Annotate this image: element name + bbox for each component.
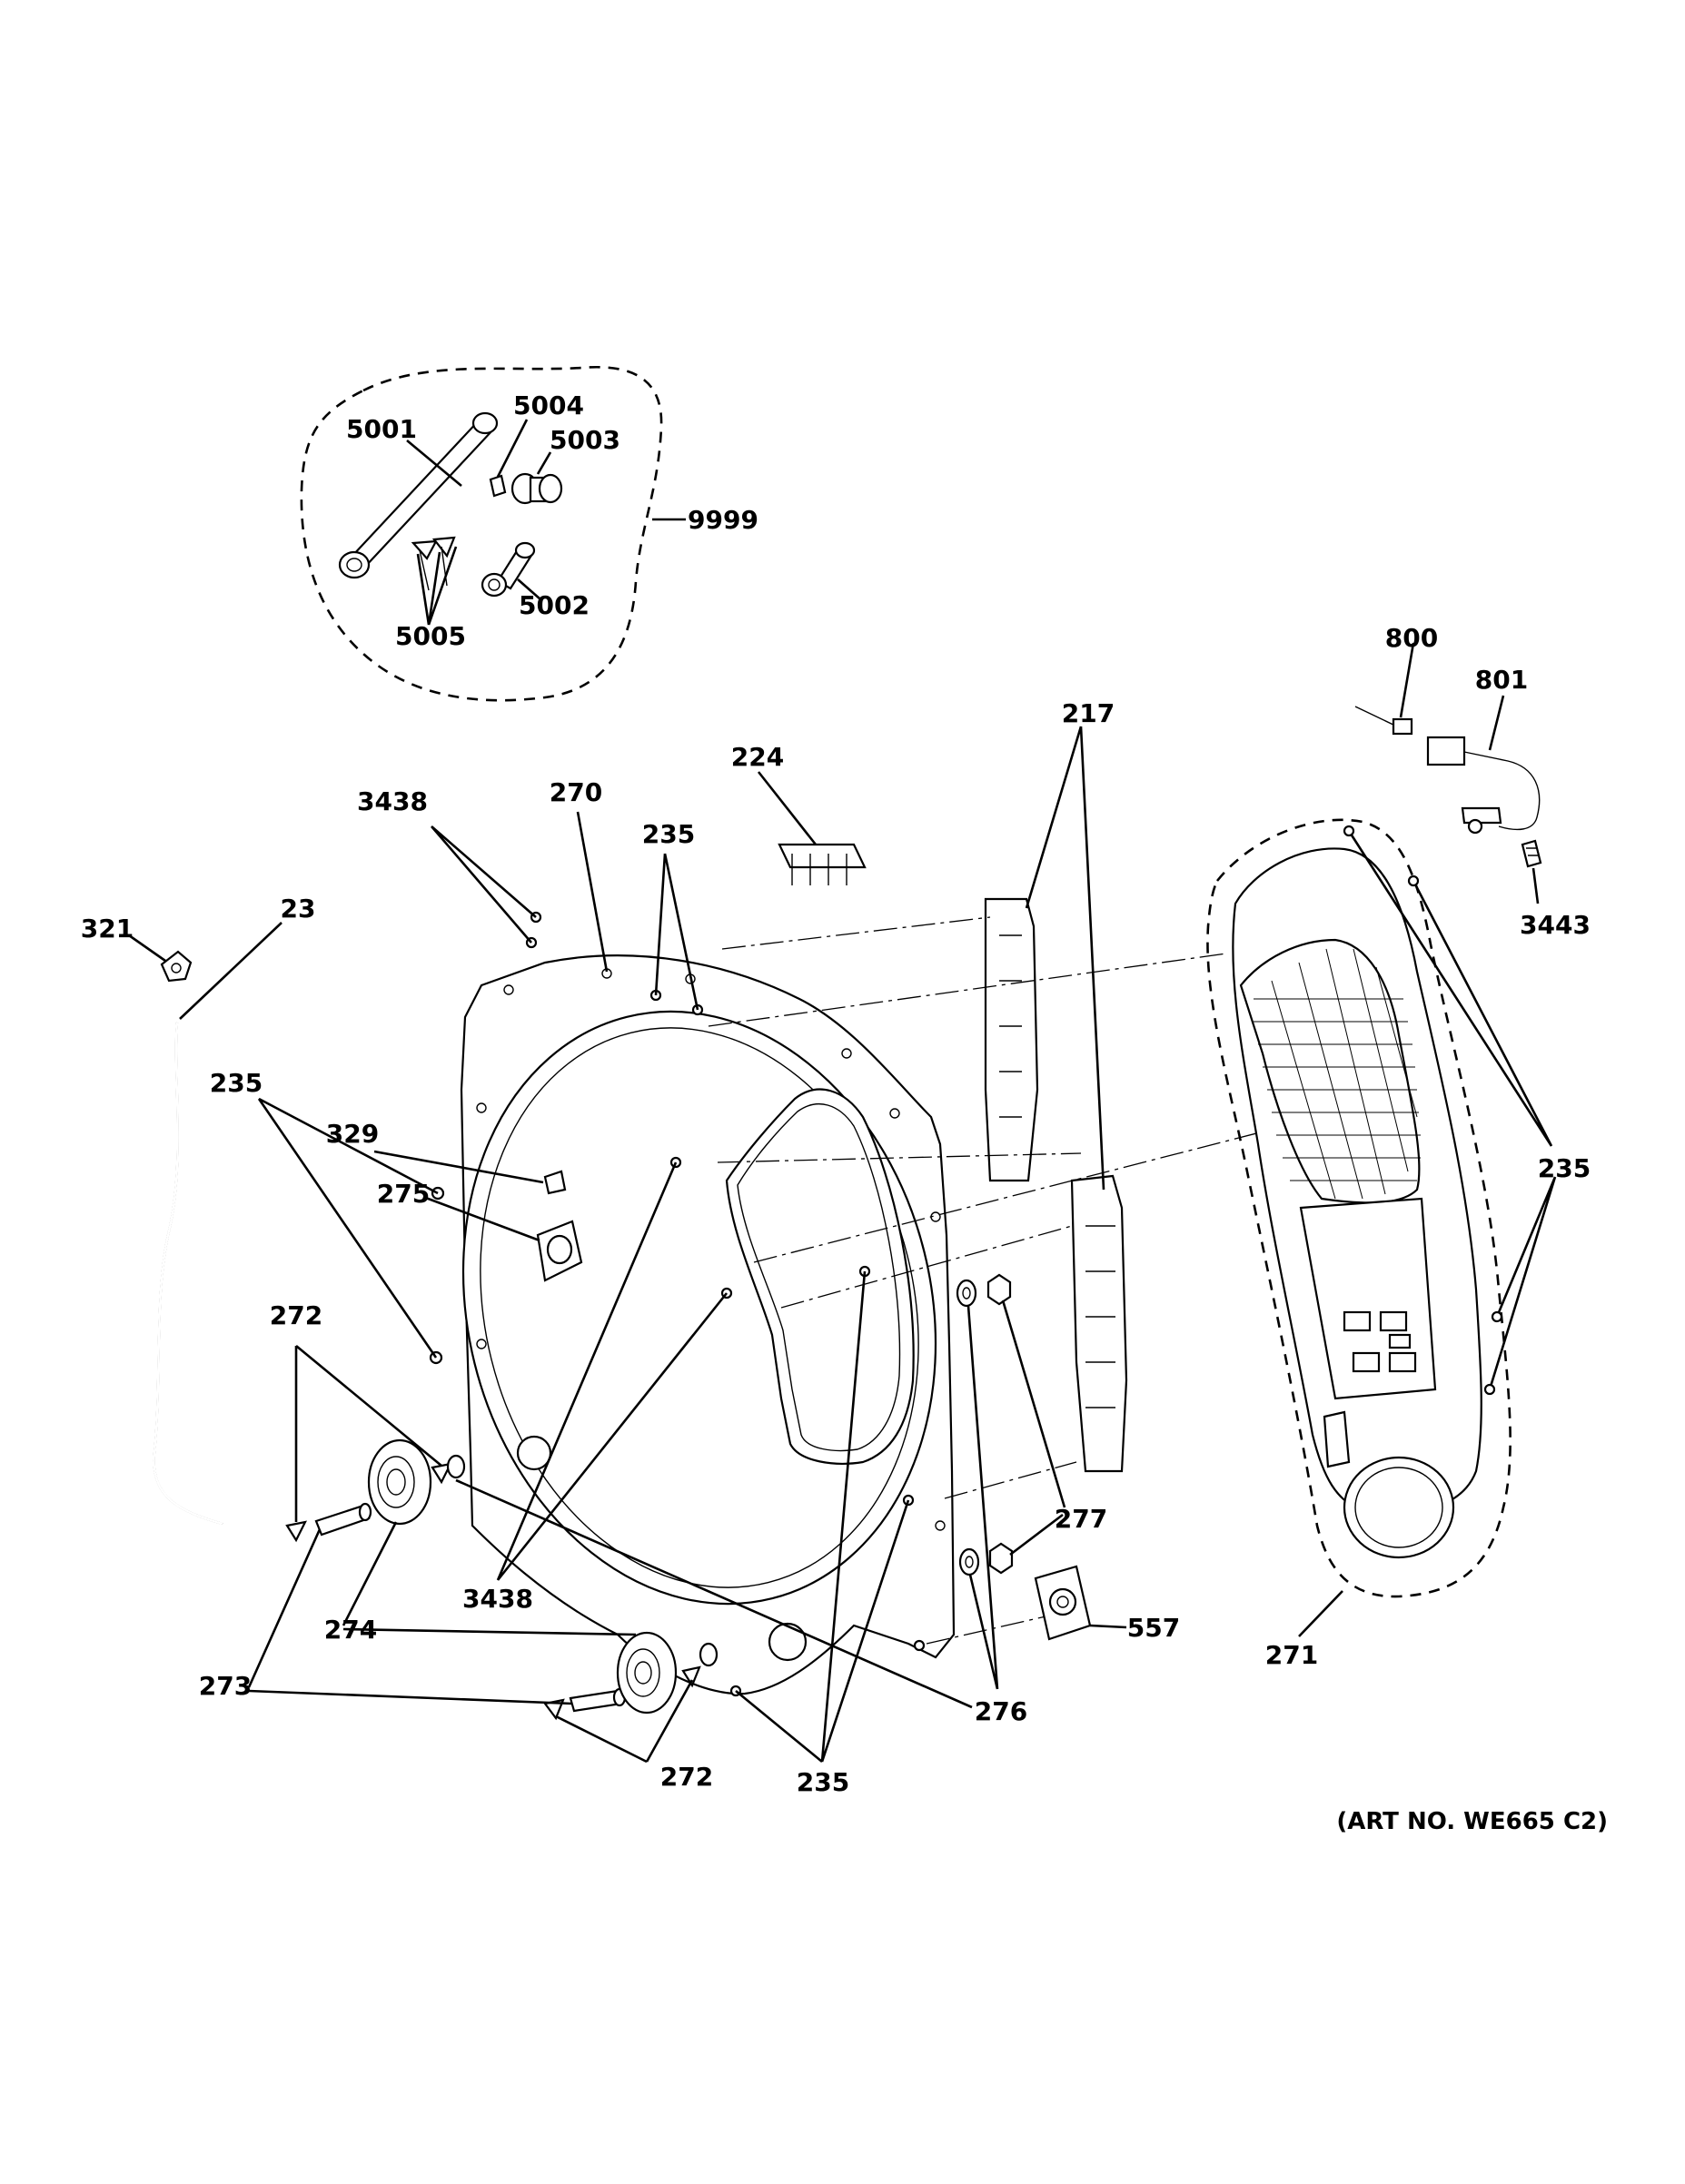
label-274: 274 [324,1615,377,1645]
label-217: 217 [1062,698,1115,728]
leader-329 [373,1150,544,1184]
clamp-part-329 [543,1170,567,1195]
screw-part-3443 [1521,839,1542,868]
shaft-part-273-lower [569,1687,627,1713]
label-272-left: 272 [270,1300,322,1330]
bumper-part-275 [536,1220,583,1282]
leader-270 [576,811,609,973]
clip-part-272-a [285,1520,307,1543]
label-271: 271 [1265,1640,1318,1670]
leader-235-right [1347,830,1557,1390]
clip-part-272-d [681,1665,701,1688]
label-557: 557 [1127,1613,1180,1643]
shaft-part-273-upper [314,1502,372,1537]
sensor-part-800 [1354,706,1413,736]
leader-224 [757,771,818,845]
leader-5002 [517,578,541,600]
leader-5005 [416,546,458,626]
roller-part-274-upper [367,1438,432,1526]
label-273: 273 [199,1671,252,1701]
hose-part-23 [153,1022,223,1526]
leader-5004 [496,419,529,478]
label-235-right: 235 [1538,1153,1591,1183]
rear-bulkhead-part-270 [460,954,956,1695]
label-235-top: 235 [642,819,695,849]
washer-part-near-roller [446,1454,719,1667]
leader-235-top [654,853,699,1011]
label-5002: 5002 [519,590,590,620]
leader-5003 [536,451,552,475]
assembly-centerlines [708,916,1268,1645]
label-9999: 9999 [688,505,758,535]
kit-9999-outline [300,365,663,702]
label-5001: 5001 [346,414,417,444]
nut-part-277-lower [988,1542,1014,1575]
clips-part-5005 [411,536,456,591]
label-235-bottom: 235 [797,1767,849,1797]
nut-part-277-upper [986,1273,1012,1306]
clip-part-5004 [489,474,507,498]
label-276: 276 [975,1696,1027,1726]
duct-assembly-part-271 [1206,818,1512,1598]
label-272-bottom: 272 [660,1762,713,1792]
leader-lines [247,726,1557,1764]
rail-part-217-upper [984,897,1039,1182]
screws-235-right [1343,825,1503,1396]
leader-275 [422,1195,540,1242]
label-275: 275 [377,1179,430,1209]
leader-557 [1089,1624,1127,1629]
label-3438-top: 3438 [357,786,428,816]
rail-part-217-lower [1070,1174,1128,1473]
leader-272-left [294,1344,442,1522]
label-235-left: 235 [210,1068,263,1098]
label-3443: 3443 [1520,910,1591,940]
label-321: 321 [81,914,134,944]
label-224: 224 [731,742,784,772]
rod-part-5001 [338,411,499,579]
label-329: 329 [326,1119,379,1149]
bracket-part-321 [160,950,193,983]
kit-9999-group [300,365,686,702]
roller-part-274-lower [616,1631,678,1715]
leader-274 [342,1521,637,1636]
leader-272-bottom [555,1679,694,1764]
leader-235-bottom [735,1270,910,1764]
leader-3438-top [431,825,537,944]
leader-235-left [257,1097,439,1359]
label-23: 23 [281,894,316,924]
washer-part-276-lower [958,1547,980,1576]
part-labels: 5001 5004 5003 9999 5002 5005 800 801 34… [81,390,1608,1835]
leader-277 [1001,1300,1066,1556]
label-270: 270 [550,777,602,807]
label-277: 277 [1055,1504,1107,1534]
bracket-part-224 [778,843,867,885]
bushing-part-5003 [510,472,563,505]
art-number: (ART NO. WE665 C2) [1336,1808,1608,1835]
leader-801 [1488,695,1505,751]
bracket-part-557 [1034,1565,1092,1641]
label-5005: 5005 [395,621,466,651]
leader-273 [247,1528,573,1705]
label-801: 801 [1475,665,1528,695]
leader-276 [455,1305,999,1709]
label-5004: 5004 [513,390,584,420]
label-5003: 5003 [550,425,620,455]
harness-part-801 [1426,736,1541,835]
label-3438-bottom: 3438 [462,1584,533,1614]
label-800: 800 [1385,623,1438,653]
leader-23 [179,922,282,1020]
pin-part-5002 [481,541,536,598]
washer-part-276-upper [956,1279,977,1308]
leader-5001 [406,440,462,487]
leader-321 [128,934,166,963]
leader-800 [1399,642,1415,718]
leader-271 [1298,1590,1343,1637]
leader-217 [1025,726,1105,1191]
leader-3443 [1531,867,1540,904]
